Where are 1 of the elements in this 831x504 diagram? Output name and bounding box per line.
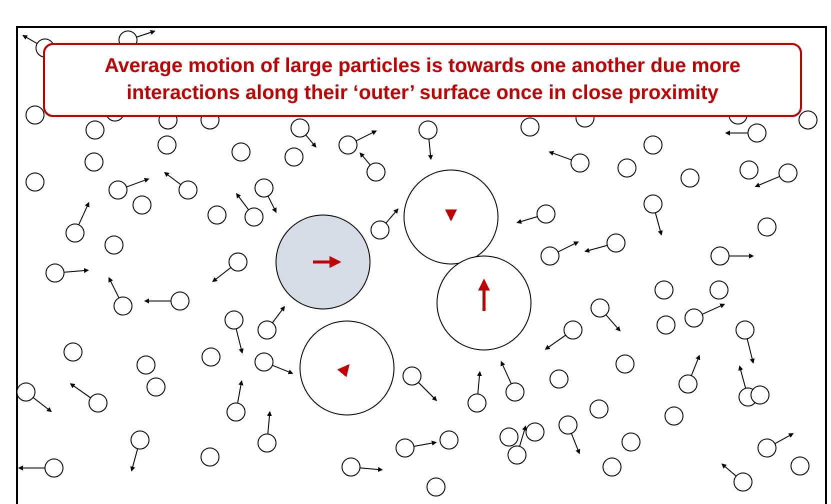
title-banner: Average motion of large particles is towards one another due more interactions along their ‘outer’ surface once in close proximity bbox=[43, 43, 802, 117]
